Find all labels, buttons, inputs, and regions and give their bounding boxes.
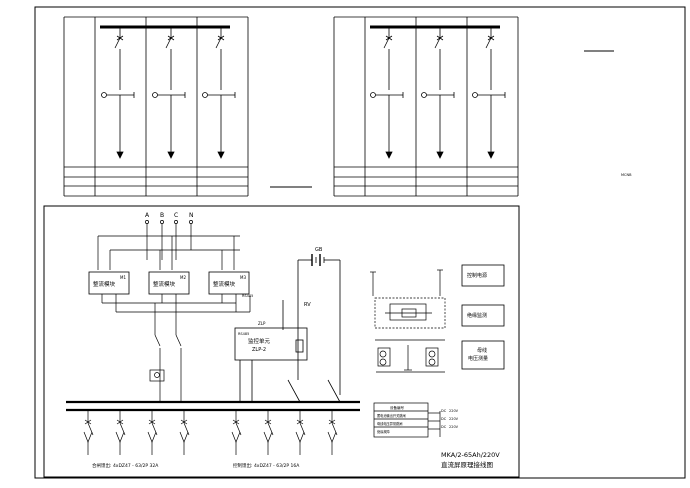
bus-label-b: B (160, 212, 164, 219)
main-schematic-frame (43, 205, 520, 478)
legend-row-1: 蓄电池输出开关跳闸 (377, 413, 406, 418)
feeder-panel-right (333, 16, 519, 197)
fuse-label: RV (304, 302, 311, 308)
drawing-title-model: MKA/2-65Ah/220V (441, 451, 500, 459)
voltage-tag-4: 220V (449, 417, 459, 421)
module-3-label: 整流模块 (213, 280, 236, 288)
output-feeders (83, 410, 338, 455)
function-boxes: 控制电源 绝缘监测 母线电压测量 (461, 264, 505, 370)
feeder-panel-left (63, 16, 249, 197)
module-2-tag: M2 (180, 275, 186, 280)
insulation-monitor-wiring (370, 269, 446, 373)
monitor-model: ZLP-2 (252, 347, 266, 353)
feeder-circuits-left (101, 27, 236, 159)
rectifier-module-2: 整流模块 M2 (148, 271, 190, 295)
drawing-title-name: 直流屏原理接线图 (441, 460, 493, 469)
module-1-tag: M1 (120, 275, 126, 280)
module-3-tag: M3 (240, 275, 246, 280)
monitor-left-tag: RS485 (238, 332, 249, 336)
voltage-tag-5: DC (441, 425, 447, 429)
monitor-right-tag: ZLP (258, 321, 266, 326)
monitor-unit: 监控单元 ZLP-2 RS485 ZLP (234, 321, 308, 361)
drawing-border (34, 6, 686, 479)
legend-row-2: 母线电压异常跳闸 (377, 421, 403, 426)
voltage-tag-3: DC (441, 417, 447, 421)
box-insulation: 绝缘监测 (467, 312, 487, 319)
ac-input-terminals (97, 220, 240, 270)
legend-title: 设备编号 (390, 405, 404, 410)
voltage-tag-2: 220V (449, 409, 459, 413)
monitor-title: 监控单元 (248, 337, 271, 345)
box-voltage: 母线电压测量 (468, 347, 488, 362)
rectifier-module-3: 整流模块 M3 RS485 (208, 271, 253, 298)
bus-label-n: N (189, 212, 194, 219)
rectifier-module-1: 整流模块 M1 (88, 271, 130, 295)
box-control-power: 控制电源 (467, 272, 487, 279)
module-1-label: 整流模块 (93, 280, 116, 288)
feeder-note-right: 控制馈出: 4xDZ47 - 63/2P 16A (233, 462, 300, 469)
box-voltage-line: 电压测量 (468, 355, 488, 362)
alarm-legend (373, 402, 441, 438)
feeder-note-left: 合闸馈出: 4xDZ47 - 63/2P 32A (92, 462, 159, 469)
feeder-circuits-right (370, 27, 506, 159)
module-2-label: 整流模块 (153, 280, 176, 288)
voltage-tag-1: DC (441, 409, 447, 413)
battery-label: GB (315, 247, 323, 253)
bus-label-c: C (174, 212, 178, 219)
side-label: MCNB (621, 173, 632, 177)
bus-label-a: A (145, 212, 150, 219)
dc-output-wiring (66, 294, 360, 412)
box-voltage-line: 母线 (477, 347, 487, 354)
legend-row-3: 绝缘故障 (377, 429, 391, 434)
battery-branch (239, 254, 341, 403)
voltage-tag-6: 220V (449, 425, 459, 429)
module-3-sub: RS485 (242, 294, 253, 298)
